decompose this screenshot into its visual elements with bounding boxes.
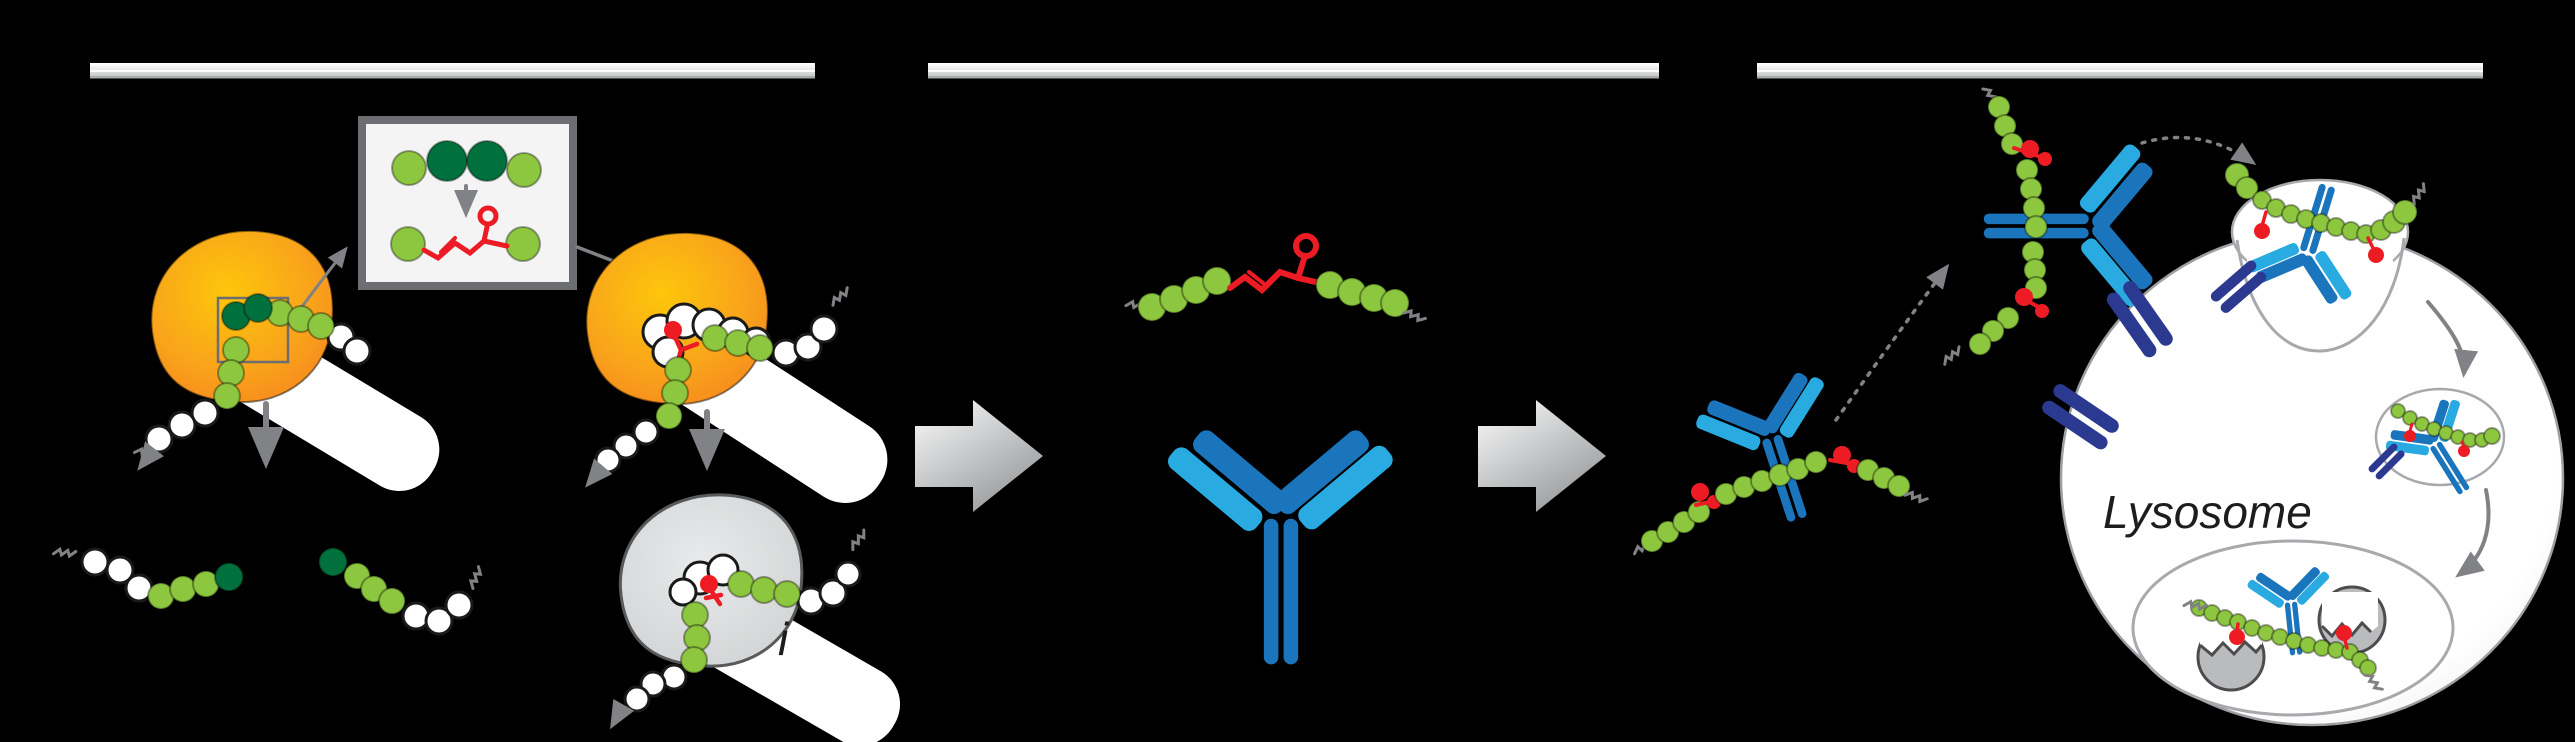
dashed-path-arrow-2 [2140,135,2257,165]
red-covalent-bond [700,575,724,607]
antibody [1164,421,1397,665]
inset-zoom-box [358,116,577,290]
panel-bars [90,63,2483,79]
bead-chain-2 [594,286,853,474]
lysosome-glycan-chain [2182,596,2384,695]
cleaved-chain-fragment-left [51,544,244,610]
endocytosis-pocket-curve [2235,237,2406,353]
right-panel: Lysosome [1630,83,2565,727]
conjugate-glycan-chain-vertical [1939,83,2052,366]
pocket-glycan-chain [2224,162,2431,263]
small-arrow-icon [610,698,635,730]
red-linker-structure [390,205,541,262]
endosome-to-lysosome-arrow [2455,488,2491,578]
panel-bar-middle [928,63,1659,79]
partial-letter-label: i [778,613,790,665]
internalizing-conjugate [2208,162,2431,316]
internalization-arrow [2426,300,2479,378]
cleaved-chain-fragment-right [318,547,487,636]
conjugate-bound-to-receptor [1939,83,2176,366]
lysosome-vesicle [2131,539,2455,717]
bead-chain-1 [132,293,372,463]
conjugate-glycan-chains [1630,446,1929,556]
small-arrow-icon [585,458,613,488]
glycan-red-linker-chain [1124,233,1427,327]
gray-inactive-enzyme-blob: i [610,493,901,742]
dashed-path-arrow-1 [1834,263,1950,422]
antibody-glycan-conjugate [1630,360,1929,556]
small-arrow-icon [137,441,165,471]
orange-enzyme-blob-1 [132,229,440,491]
middle-panel [1124,233,1427,665]
degrading-enzyme-pacman-right [2317,585,2387,655]
endosome-vesicle [2367,387,2506,516]
panel-bar-left [90,63,815,79]
orange-enzyme-blob-2 [585,231,888,503]
left-panel: i [51,116,901,742]
endosome-glycan-chain [2390,403,2501,457]
lysosome-label: Lysosome [2103,486,2312,538]
step-arrow-1 [915,400,1043,512]
panel-bar-right [1757,63,2483,79]
disaccharide-before [391,140,542,188]
step-arrow-2 [1478,400,1606,512]
